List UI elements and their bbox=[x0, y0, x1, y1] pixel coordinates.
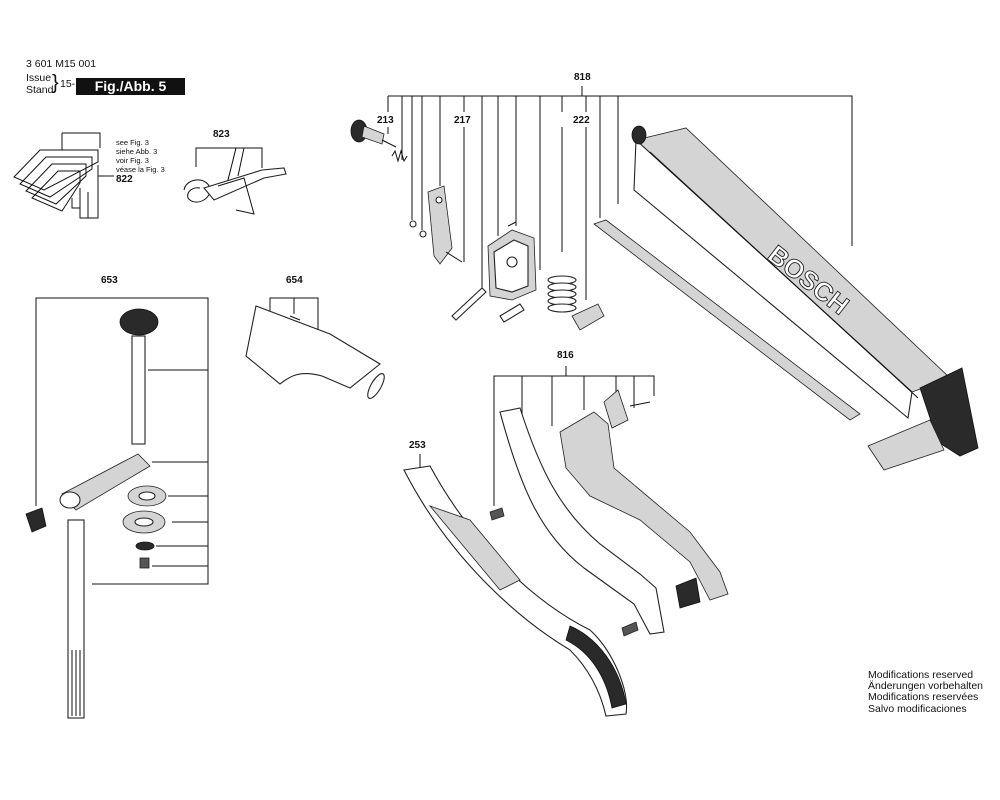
clip-arm bbox=[203, 167, 287, 201]
figure-label: Fig./Abb. 5 bbox=[76, 78, 185, 95]
thumb-knob bbox=[119, 308, 159, 336]
assembly-816: 816 bbox=[489, 350, 729, 637]
wing-screw bbox=[25, 507, 47, 533]
handle-rubber-grip bbox=[565, 625, 627, 709]
knob-thread bbox=[381, 139, 397, 148]
assembly-253: 253 bbox=[403, 440, 628, 717]
foot-block bbox=[675, 577, 701, 609]
assembly-818-parts: BOSCH bbox=[350, 119, 979, 471]
mount-screw bbox=[629, 401, 651, 407]
callout-654: 654 bbox=[286, 275, 303, 286]
sheet-slot bbox=[289, 315, 301, 321]
arm-eye bbox=[59, 491, 81, 509]
assembly-818-leaders: 818 213 217 222 bbox=[377, 72, 853, 300]
modifications-line-de: Änderungen vorbehalten bbox=[868, 680, 984, 693]
rail-end-knob bbox=[631, 125, 647, 145]
assembly-654: 654 bbox=[245, 275, 385, 399]
bracket-hole bbox=[435, 196, 443, 204]
latch-plate bbox=[571, 303, 605, 331]
callout-823: 823 bbox=[213, 129, 230, 140]
setscrew-653 bbox=[139, 557, 150, 569]
washer-1 bbox=[409, 220, 417, 228]
mount-bracket bbox=[603, 389, 629, 429]
callout-222: 222 bbox=[573, 115, 590, 126]
knob-shaft bbox=[361, 125, 385, 145]
frame-screw-2 bbox=[621, 621, 639, 637]
sheet-cover bbox=[245, 305, 381, 389]
brace: } bbox=[52, 72, 59, 94]
reference-note-line-3: voir Fig. 3 bbox=[116, 156, 149, 165]
callout-213: 213 bbox=[377, 115, 394, 126]
clamp-bracket bbox=[427, 185, 453, 265]
issue-label: Issue bbox=[26, 72, 52, 84]
leader-816-bar bbox=[493, 375, 655, 414]
housing-screw bbox=[507, 221, 517, 227]
wire-frame-1 bbox=[13, 149, 99, 191]
callout-818: 818 bbox=[574, 72, 591, 83]
leader-822-c bbox=[87, 165, 99, 219]
leader-823-c bbox=[237, 147, 245, 177]
modifications-line-es: Salvo modificaciones bbox=[868, 702, 967, 715]
base-leg-right bbox=[559, 411, 729, 601]
knob-shaft-653 bbox=[131, 335, 146, 445]
coil-spring-222 bbox=[547, 275, 577, 313]
leader-822-d bbox=[79, 188, 88, 219]
housing-bore bbox=[506, 256, 518, 268]
leader-653-frame bbox=[35, 297, 209, 585]
washer-2 bbox=[419, 230, 427, 238]
leader-818-bar bbox=[388, 95, 853, 246]
shaft-knurl bbox=[71, 650, 81, 716]
coil-5 bbox=[547, 303, 577, 313]
wire-frame-3 bbox=[25, 163, 87, 205]
rail-groove bbox=[649, 151, 919, 399]
wire-frame-2 bbox=[19, 156, 93, 198]
assembly-823: 823 bbox=[183, 129, 287, 215]
callout-822: 822 bbox=[116, 174, 133, 185]
small-latch bbox=[499, 303, 525, 323]
hex-key bbox=[217, 177, 255, 215]
guide-strip bbox=[593, 219, 861, 421]
rail-foot bbox=[867, 419, 945, 471]
sheet-tab bbox=[367, 373, 385, 399]
base-leg-left bbox=[499, 407, 665, 635]
assembly-822: see Fig. 3 siehe Abb. 3 voir Fig. 3 véas… bbox=[13, 132, 165, 219]
callout-653: 653 bbox=[101, 275, 118, 286]
nut-653 bbox=[135, 541, 155, 551]
reference-note-line-1: see Fig. 3 bbox=[116, 138, 149, 147]
carry-handle bbox=[403, 465, 628, 717]
washer-653-a-hole bbox=[138, 491, 156, 501]
part-number: 3 601 M15 001 bbox=[26, 58, 97, 70]
assembly-653: 653 bbox=[25, 275, 209, 719]
callout-253: 253 bbox=[409, 440, 426, 451]
washer-653-b-hole bbox=[134, 517, 154, 527]
reference-note-line-2: siehe Abb. 3 bbox=[116, 147, 157, 156]
handle-grip-insert bbox=[428, 505, 521, 591]
modifications-line-fr: Modifications reservées bbox=[868, 691, 979, 704]
spring-clip bbox=[183, 179, 211, 203]
callout-816: 816 bbox=[557, 350, 574, 361]
compression-spring bbox=[391, 149, 408, 163]
modifications-note: Modifications reserved Änderungen vorbeh… bbox=[868, 669, 984, 715]
stand-label: Stand bbox=[26, 84, 54, 96]
modifications-line-en: Modifications reserved bbox=[868, 669, 974, 681]
wire-frame-4 bbox=[31, 170, 81, 212]
callout-217: 217 bbox=[454, 115, 471, 126]
leader-823-a bbox=[195, 147, 263, 168]
bracket-screw bbox=[445, 251, 463, 263]
leader-822-e bbox=[71, 198, 80, 209]
frame-screw-1 bbox=[489, 507, 505, 521]
leader-822-a bbox=[62, 132, 101, 148]
guide-pin bbox=[451, 287, 487, 321]
reference-note-line-4: véase la Fig. 3 bbox=[116, 165, 165, 174]
